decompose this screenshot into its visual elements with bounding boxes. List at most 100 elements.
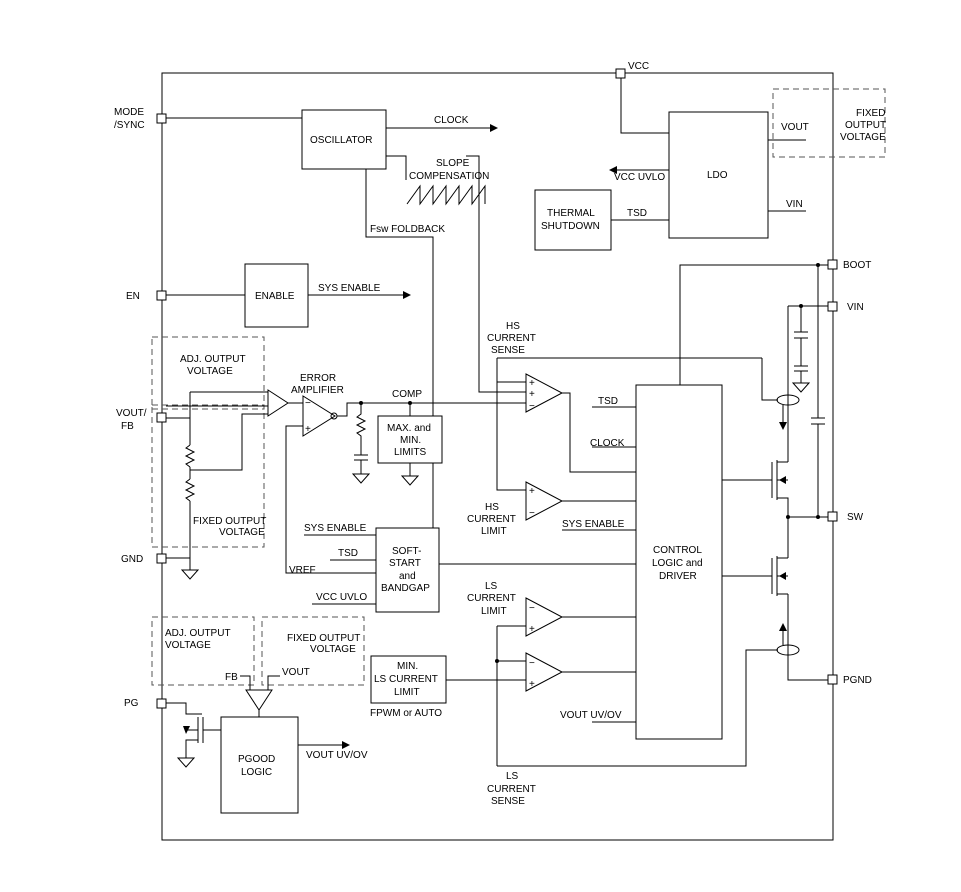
pin-pg: PG [124, 698, 167, 709]
ldo-vout-label: VOUT [781, 122, 809, 133]
pin-pgnd: PGND [827, 674, 872, 686]
comp-resistor [355, 403, 367, 455]
control-logic-block [635, 384, 723, 740]
minls-label-2: LS CURRENT [374, 674, 438, 685]
fixed-output-box [772, 88, 886, 158]
pgood-logic-block [220, 716, 299, 814]
ls-sense-label-3: SENSE [491, 796, 525, 807]
ldo-label: LDO [707, 170, 728, 181]
fixed-pg-label-2: VOLTAGE [310, 644, 356, 655]
control-label-3: DRIVER [659, 571, 697, 582]
pin-vout-fb: VOUT/ FB [116, 408, 167, 432]
hs-limit-label: HS [485, 502, 499, 513]
ls-limit-minus: − [529, 603, 535, 614]
fb-label: FB [225, 672, 238, 683]
minls-label: MIN. [397, 661, 418, 672]
pin-vin-label: VIN [847, 302, 864, 313]
ls-fet-arrow-icon [779, 572, 786, 580]
enable-label: ENABLE [255, 291, 295, 302]
hs-limit-minus: − [529, 508, 535, 519]
vout-uvov-arrow-icon [342, 741, 350, 749]
slope-label: SLOPE [436, 158, 470, 169]
sys-enable-ss-label: SYS ENABLE [304, 523, 367, 534]
hs-sense-label-2: CURRENT [487, 333, 536, 344]
error-amp-label: ERROR [300, 373, 336, 384]
sys-enable-ctrl-label: SYS ENABLE [562, 519, 625, 530]
buffer-amp [267, 389, 289, 417]
adj-label-2: VOLTAGE [187, 366, 233, 377]
sawtooth-icon [406, 184, 486, 206]
adj-pg-label: ADJ. OUTPUT [165, 628, 231, 639]
ldo-vin-label: VIN [786, 199, 803, 210]
pin-en-label: EN [126, 291, 140, 302]
soft-start-block [375, 527, 440, 613]
adj-output-box [151, 336, 265, 410]
clock-arrow-icon [490, 124, 498, 132]
hs-cmp-plus-2: + [529, 389, 535, 400]
pin-gnd-label: GND [121, 554, 143, 565]
vccuvlo-ss-label: VCC UVLO [316, 592, 367, 603]
thermal-label: THERMAL [547, 208, 595, 219]
ls-limit-label: LS [485, 581, 498, 592]
pin-sync-label: /SYNC [114, 120, 145, 131]
pin-vcc: VCC [615, 61, 649, 79]
pin-boot-label: BOOT [843, 260, 871, 271]
ss-label: SOFT- [392, 546, 421, 557]
fixed-pg-label: FIXED OUTPUT [287, 633, 360, 644]
fixed-pg-box [261, 616, 365, 686]
tsd-ldo-label: TSD [627, 208, 647, 219]
fixed-fb-label: FIXED OUTPUT [193, 516, 266, 527]
sys-enable-label: SYS ENABLE [318, 283, 381, 294]
min-ls-current-limit-block [370, 655, 447, 704]
maxmin-label-2: MIN. [400, 435, 421, 446]
pin-boot: BOOT [827, 259, 871, 271]
pg-buffer-amp [245, 689, 273, 711]
ls-limit-plus: + [529, 624, 535, 635]
ground-fb-icon [180, 569, 200, 580]
tsd-ss-label: TSD [338, 548, 358, 559]
ground-comp-icon [351, 473, 371, 484]
hs-cmp-minus: − [529, 401, 535, 412]
hs-limit-comparator [525, 481, 564, 521]
pin-voutfb-label-2: FB [121, 421, 134, 432]
pin-sw-label: SW [847, 512, 864, 523]
pin-mode-label: MODE [114, 107, 144, 118]
vccuvlo-label: VCC UVLO [614, 172, 665, 183]
ss-label-4: BANDGAP [381, 583, 430, 594]
slope-label-2: COMPENSATION [409, 171, 489, 182]
hs-pwm-comparator [525, 373, 564, 413]
resistor-fb-bottom [184, 478, 196, 502]
hs-sense-arrow-icon [779, 422, 787, 430]
pin-gnd: GND [121, 553, 167, 565]
hs-sense-label-3: SENSE [491, 345, 525, 356]
vout-pg-label: VOUT [282, 667, 310, 678]
maxmin-label-3: LIMITS [394, 447, 427, 458]
ls-limit-label-2: CURRENT [467, 593, 516, 604]
pin-sw: SW [827, 511, 864, 523]
ground-pg-icon [176, 757, 196, 768]
pin-mode-sync: MODE /SYNC [114, 107, 167, 131]
pin-voutfb-label: VOUT/ [116, 408, 147, 419]
adj-label: ADJ. OUTPUT [180, 354, 246, 365]
vccuvlo-arrow-icon [609, 166, 617, 174]
ls-sense-label: LS [506, 771, 519, 782]
hs-fet-arrow-icon [779, 476, 786, 484]
ls-limit-label-3: LIMIT [481, 606, 507, 617]
error-amp-label-2: AMPLIFIER [291, 385, 344, 396]
fixed-label-3: VOLTAGE [840, 132, 886, 143]
ground-limits-icon [400, 475, 420, 486]
comp-label: COMP [392, 389, 422, 400]
min-ls-minus: − [529, 658, 535, 669]
ls-limit-comparator [525, 597, 564, 637]
ls-sense-arrow-icon [779, 623, 787, 631]
pg-fet-arrow-icon [183, 726, 190, 734]
error-amplifier [302, 395, 336, 437]
pgood-label: PGOOD [238, 754, 275, 765]
ldo-block [668, 111, 769, 239]
ls-current-sense-loop [776, 644, 800, 656]
adj-pg-label-2: VOLTAGE [165, 640, 211, 651]
control-label-2: LOGIC and [652, 558, 703, 569]
pin-vin: VIN [827, 301, 864, 313]
fsw-label: Fsw FOLDBACK [370, 224, 445, 235]
